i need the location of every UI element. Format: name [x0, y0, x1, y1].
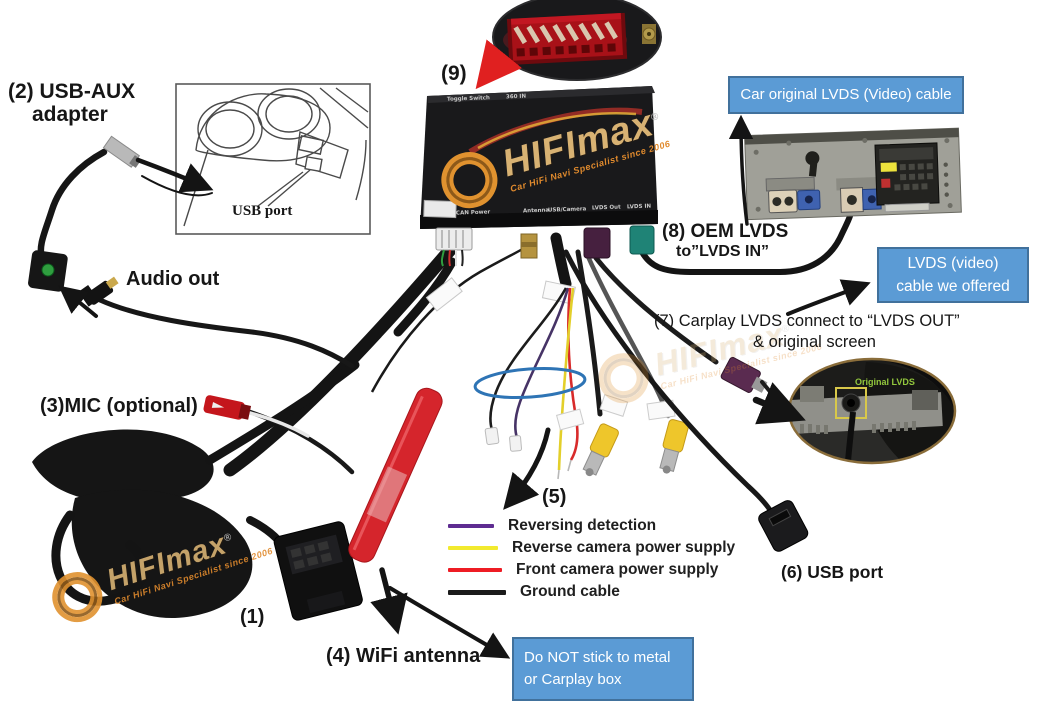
legend-label: Ground cable: [520, 583, 620, 600]
box-label-lvds-out: LVDS Out: [591, 204, 621, 212]
wire-color-legend: Reversing detection Reverse camera power…: [448, 515, 735, 603]
wifi-antenna: [348, 245, 527, 563]
legend-swatch-reversing: [448, 524, 494, 528]
label-oem-lvds: (8) OEM LVDS: [662, 221, 789, 242]
legend-row: Ground cable: [448, 581, 735, 603]
label-item-1: (1): [240, 606, 265, 628]
quadlock-connector: [273, 521, 363, 621]
legend-swatch-front-camera: [448, 568, 502, 572]
legend-label: Reverse camera power supply: [512, 539, 736, 556]
usb-aux-adapter: [28, 135, 142, 292]
box-label-lvds-in: LVDS IN: [626, 203, 652, 211]
rca-connector: [582, 423, 619, 477]
callout-wifi-warning: Do NOT stick to metal or Carplay box: [512, 637, 694, 701]
wiring-harness: [32, 243, 457, 621]
oem-lvds-cable: [639, 213, 853, 275]
label-mic-optional: (3)MIC (optional): [40, 395, 198, 417]
label-usb-port-sketch: USB port: [232, 203, 293, 219]
box-label-can-power: CAN Power: [455, 209, 491, 217]
legend-label: Front camera power supply: [516, 561, 719, 578]
label-item-5: (5): [542, 486, 567, 508]
mic-connector: [203, 395, 355, 475]
usb-plug: [102, 135, 142, 168]
label-usb-port-6: (6) USB port: [781, 562, 884, 582]
arrows: [58, 39, 871, 659]
label-audio-out: Audio out: [126, 268, 220, 290]
label-usb-aux-adapter: (2) USB-AUX: [8, 80, 136, 103]
usb-port-cable: [563, 249, 809, 552]
label-oem-lvds-2: to”LVDS IN”: [676, 243, 770, 260]
label-carplay-lvds-2: & original screen: [753, 333, 876, 351]
legend-row: Front camera power supply: [448, 559, 735, 581]
aux-adapter-box: [28, 250, 68, 292]
legend-label: Reversing detection: [508, 517, 657, 534]
legend-row: Reversing detection: [448, 515, 735, 537]
legend-row: Reverse camera power supply: [448, 537, 735, 559]
wire-highlight-ellipse: [473, 367, 587, 399]
label-item-9: (9): [441, 62, 467, 85]
dip-switch-inset: [492, 0, 662, 81]
legend-swatch-ground: [448, 589, 506, 595]
label-usb-aux-adapter-2: adapter: [32, 103, 108, 126]
box-label-antenna: Antenna: [522, 207, 550, 215]
box-connectors: [435, 225, 655, 267]
screen-inset: [787, 357, 957, 465]
callout-car-original-lvds: Car original LVDS (Video) cable: [728, 76, 964, 114]
head-unit-photo: [744, 127, 962, 221]
rca-connector: [659, 419, 689, 474]
label-wifi-antenna: (4) WiFi antenna: [326, 645, 481, 667]
label-carplay-lvds: (7) Carplay LVDS connect to “LVDS OUT”: [654, 312, 960, 330]
box-label-360-in: 360 IN: [505, 93, 527, 101]
label-original-lvds: Original LVDS: [855, 377, 915, 387]
callout-lvds-cable-offered: LVDS (video) cable we offered: [877, 247, 1029, 303]
legend-swatch-reverse-camera: [448, 546, 498, 550]
camera-wire-bundle: [393, 232, 689, 480]
carplay-box: [420, 86, 658, 229]
